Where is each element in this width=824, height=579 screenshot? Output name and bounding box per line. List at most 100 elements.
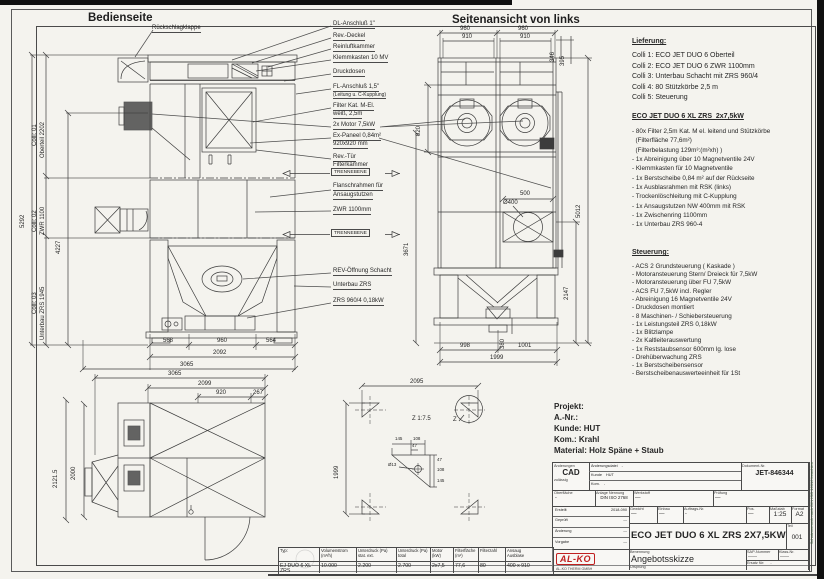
pruefung-value: — [715, 495, 721, 502]
titleblock-doknr-cell: Dokument-Nr. JET-846344 [741, 463, 808, 491]
field-row: Änderungsdatei- [589, 463, 741, 472]
projekt-label: Projekt: [554, 402, 584, 411]
steuerung-item: - 8 Maschinen- / Schiebersteuerung [632, 313, 732, 320]
format-value: A2 [795, 511, 804, 519]
dim-front-4227: 4227 [56, 240, 62, 254]
cad-note-top: Änderungen [554, 463, 575, 468]
micro-label: Geprüft [555, 518, 568, 523]
steuerung-item: - Druckdosen montiert [632, 304, 694, 311]
spec-item: - 1x Ausblasrahmen mit RSK (links) [632, 184, 732, 191]
einbau-label: Einbau [658, 506, 670, 511]
trennebene-label-1: TRENNEBENE [331, 168, 370, 177]
dim-plan1-2099: 2099 [198, 381, 212, 387]
titleblock-logo-cell: AL-KO AL-KO THERM GMBH Jettingen-Scheppa… [553, 549, 630, 570]
lieferung-item: Colli 1: ECO JET DUO 6 Oberteil [632, 52, 735, 59]
cell-value: 80 [480, 562, 486, 569]
titleblock-benennung: Benennung Angebotsskizze Ursprung [629, 549, 747, 570]
cell-value: 2.700 [398, 562, 411, 569]
cell-value: 2.200 [358, 562, 371, 569]
titleblock-pos: Pos. — [746, 506, 770, 524]
detail-dim-hole: Ø13 [388, 462, 397, 467]
micro-row: Vorgabe— [553, 538, 629, 549]
header-text: Volumenstrom [321, 548, 348, 553]
cell-value: 77,6 [455, 562, 466, 569]
dim-side-3671: 3671 [404, 242, 410, 256]
projekt-anr: A.-Nr.: [554, 413, 578, 422]
table-header-unterdruck-total: Unterdruck (Pa)total [397, 548, 431, 562]
dim-plan1-920: 920 [216, 390, 227, 396]
cell-value: 10.000 [321, 562, 337, 569]
table-value-unterdruck-total: 2.700 [397, 562, 431, 573]
dim-front-2092: 2092 [213, 350, 227, 356]
dim-plan1-3065: 3065 [168, 371, 182, 377]
detail-dim-108r: 108 [437, 467, 445, 472]
micro-value: — [623, 539, 627, 544]
format-label: Format [792, 506, 805, 511]
micro-value: — [623, 518, 627, 523]
massstab-value: 1:25 [773, 511, 787, 519]
spec-item: (Filterbelastung 129m³:(m²xh) ) [632, 147, 723, 154]
detail-dim-47t: 47 [412, 443, 417, 448]
drawing-title: ECO JET DUO 6 XL ZRS 2X7,5KW [631, 530, 786, 541]
callout-dl-anschluss: DL-Anschluß 1" [333, 21, 375, 29]
dim-side-1999: 1999 [490, 355, 504, 361]
scan-artifact-bottom [268, 574, 817, 576]
lieferung-item: Colli 5: Steuerung [632, 94, 688, 101]
callout-zrs-motor: ZRS 960/4 0,18kW [333, 298, 384, 306]
dim-side-395: 395 [560, 55, 566, 66]
micro-row: Änderung— [553, 528, 629, 539]
benennung-value: Angebotsskizze [631, 554, 695, 565]
cell-value: EJ DUO 6 XL ZRS [280, 562, 311, 573]
micro-value: 2018-090 [610, 507, 627, 512]
steuerung-item: - ACS FU 7,5kW incl. Regler [632, 288, 712, 295]
dim-colli2: Colli: 02 [32, 210, 38, 232]
callout-filter-line1: Filter Kat. M-El. [333, 103, 375, 111]
dim-front-3065: 3065 [180, 362, 194, 368]
titleblock-einbau: Einbau — [657, 506, 684, 524]
callout-ex-paneel: Ex-Paneel 0,84m² [333, 133, 382, 141]
dim-side-1001: 1001 [518, 343, 532, 349]
sap-value: —— [748, 554, 757, 560]
callout-leitung: (Leitung u. C-Kupplung) [333, 92, 387, 100]
steuerung-item: - Motoransteuerung Stern/ Dreieck für 7,… [632, 271, 758, 278]
header-text: (m³/h) [321, 552, 333, 558]
spec-item: - 1x Berstscheibe 0,84 m² auf der Rückse… [632, 175, 755, 182]
field-label: Kom. [591, 482, 600, 486]
norm-value: DIN ISO 2768 [600, 495, 628, 501]
trennebene-label-2: TRENNEBENE [331, 229, 370, 238]
dim-colli1-part: Oberteil 2202 [40, 121, 46, 158]
dim-side-500: 500 [520, 191, 531, 197]
header-text: (m²) [455, 552, 463, 558]
dim-side-380: 380 [500, 338, 506, 349]
steuerung-item: - Abreinigung 16 Magnetventile 24V [632, 296, 732, 303]
header-text: Motor (kW) [432, 548, 443, 558]
alko-address-1: AL-KO THERM GMBH [556, 567, 593, 570]
cell-value: 2x7,5 [432, 562, 445, 569]
lieferung-item: Colli 3: Unterbau Schacht mit ZRS 960/4 [632, 73, 759, 80]
alko-logo: AL-KO [556, 553, 595, 565]
titleblock-pruefung: Prüfung — [713, 490, 808, 507]
titleblock-klass: Klass-Nr. —— [778, 549, 808, 561]
lieferung-item: Colli 4: 80 Stützkörbe 2,5 m [632, 83, 718, 91]
gewicht-value: — [631, 511, 637, 518]
titleblock-format: Format A2 [791, 506, 808, 524]
detail-z-marker: Z [453, 417, 457, 423]
doknr-value: JET-846344 [755, 470, 794, 478]
detail-z-scale-label: Z 1:7.5 [412, 416, 431, 422]
ersatz-label: Ersatz für: [747, 560, 765, 565]
callout-druckdosen: Druckdosen [333, 69, 366, 77]
klass-label: Klass-Nr. [779, 549, 795, 554]
callout-flanschrahmen: Flanschrahmen für [333, 183, 384, 191]
projekt-material: Material: Holz Späne + Staub [554, 446, 664, 455]
spec-item: - 1x Ansaugstutzen NW 400mm mit RSK [632, 203, 746, 210]
callout-klemmkasten: Klemmkasten 10 MV [333, 55, 389, 63]
scan-artifact-right [817, 0, 824, 579]
schutzvermerk-text: Schutzvermerk nach DIN ISO 16016 beachte… [809, 462, 814, 545]
titleblock-oberflaeche: Oberfläche - [553, 490, 596, 507]
titleblock-cad-cell: Änderungen CAD zulässig [553, 463, 590, 491]
auftrag-label: Auftrags-Nr. [684, 506, 705, 511]
